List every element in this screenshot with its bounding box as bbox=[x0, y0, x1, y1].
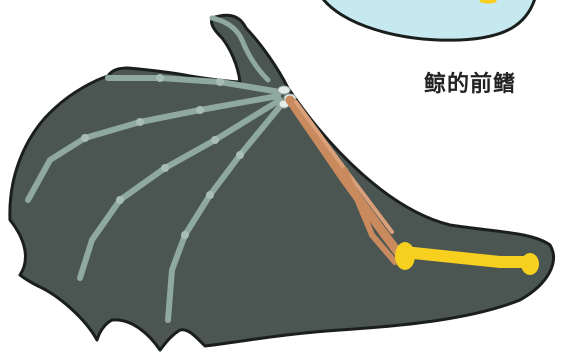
joint bbox=[161, 164, 169, 172]
joint bbox=[136, 118, 144, 126]
joint bbox=[236, 151, 244, 159]
joint bbox=[211, 136, 219, 144]
carpal-bone bbox=[278, 86, 290, 94]
whale-flipper-label: 鲸的前鳍 bbox=[424, 66, 516, 98]
humerus-shoulder-head bbox=[521, 253, 539, 275]
joint bbox=[206, 191, 214, 199]
joint bbox=[196, 106, 204, 114]
humerus-elbow-head bbox=[395, 242, 415, 270]
joint bbox=[216, 78, 224, 86]
joint bbox=[181, 231, 189, 239]
joint bbox=[116, 196, 124, 204]
joint bbox=[156, 74, 164, 82]
whale-flipper-bone-tip bbox=[480, 0, 496, 2]
joint bbox=[81, 134, 89, 142]
whale-flipper bbox=[320, 0, 536, 40]
